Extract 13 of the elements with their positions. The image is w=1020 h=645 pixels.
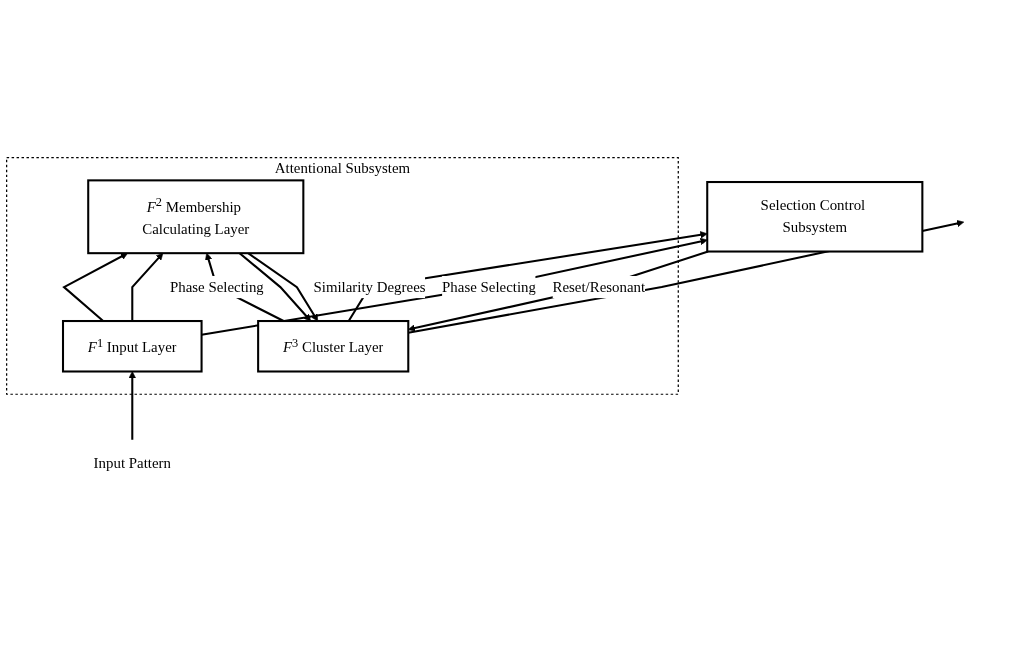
edge-label: Phase Selecting	[442, 278, 536, 296]
node-box: F$^{2}$ Membership Calculating Layer	[87, 179, 305, 255]
edge-label: Similarity Degrees	[313, 278, 426, 296]
edge-label: Phase Selecting	[169, 278, 264, 296]
node-text: Input Pattern	[93, 454, 171, 472]
node-box: F$^{1}$ Input Layer	[61, 320, 203, 373]
edge-label: Reset/Resonant	[552, 278, 646, 296]
arrow	[131, 253, 164, 322]
arrow	[201, 238, 708, 337]
node-box: Selection Control Subsystem	[706, 181, 924, 253]
arrow	[128, 371, 136, 440]
node-box: F$^{3}$ Cluster Layer	[257, 320, 410, 373]
arrow	[347, 231, 708, 322]
